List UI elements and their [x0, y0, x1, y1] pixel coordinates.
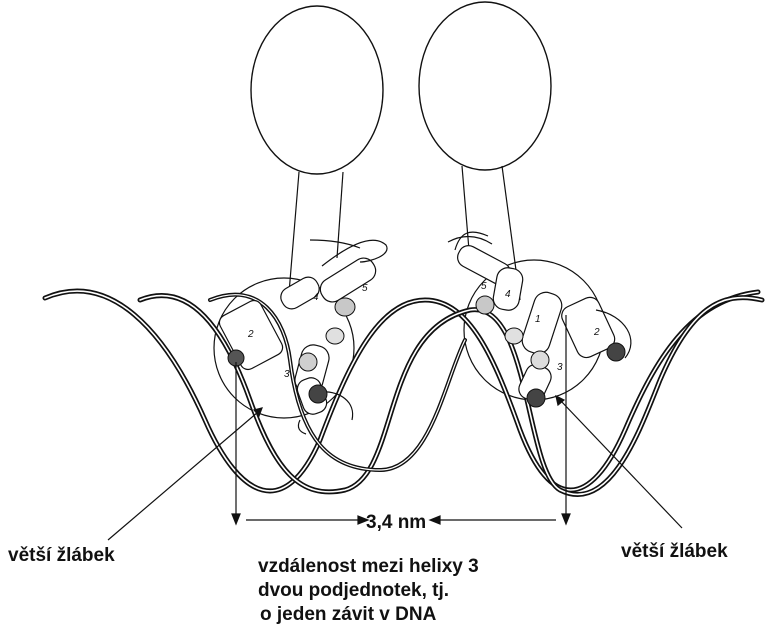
left-helix-number-5: 5 [362, 283, 368, 294]
right-domain-circle [419, 2, 551, 170]
dna-double-helix [45, 291, 762, 494]
distance-caption: vzdálenost mezi helixy 3 dvou podjednote… [258, 555, 479, 627]
caption-line-2: dvou podjednotek, tj. [258, 579, 479, 603]
major-groove-label-left: větší žlábek [8, 545, 115, 567]
left-helix-cylinders [217, 240, 387, 434]
major-groove-label-right: větší žlábek [621, 541, 728, 563]
right-helix-number-1: 1 [535, 314, 541, 325]
left-helix-number-2: 2 [247, 329, 254, 340]
left-domain-circle [251, 6, 383, 174]
left-helix-number-4: 4 [313, 292, 319, 303]
right-helix-number-5: 5 [481, 281, 487, 292]
caption-line-1: vzdálenost mezi helixy 3 [258, 555, 479, 579]
right-helix-number-2: 2 [593, 327, 600, 338]
distance-label: 3,4 nm [366, 512, 426, 534]
right-helix-number-3: 3 [557, 362, 563, 373]
left-helix-number-3: 3 [284, 369, 290, 380]
caption-line-3: o jeden závit v DNA [258, 603, 479, 627]
right-helix-cylinders [454, 232, 631, 405]
right-helix-number-4: 4 [505, 289, 511, 300]
